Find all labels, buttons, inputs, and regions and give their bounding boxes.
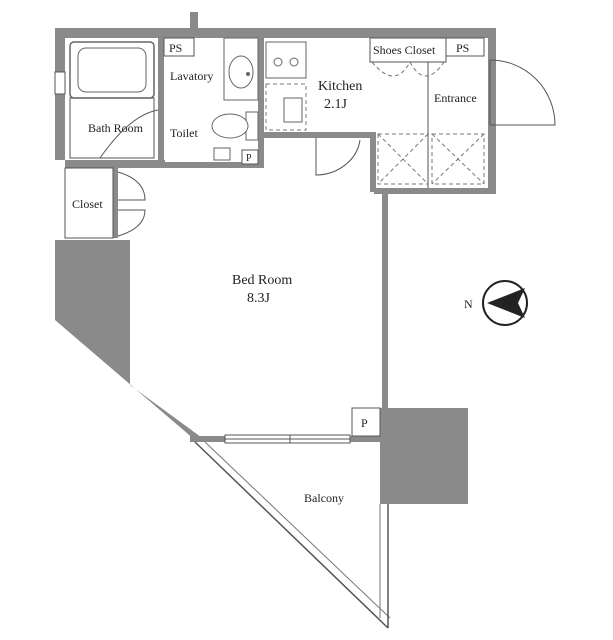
entrance-door — [489, 59, 556, 126]
bedroom-size-label: 8.3J — [247, 291, 271, 306]
ps-left-label: PS — [169, 41, 182, 55]
shoes-closet — [369, 37, 447, 77]
bathroom-label: Bath Room — [88, 121, 144, 135]
toilet-label: Toilet — [170, 126, 198, 140]
balcony-label: Balcony — [304, 491, 344, 505]
entrance-label: Entrance — [434, 91, 477, 105]
closet-label: Closet — [72, 197, 103, 211]
ps-right-label: PS — [456, 41, 469, 55]
north-compass-icon — [482, 280, 528, 326]
lavatory-label: Lavatory — [170, 69, 213, 83]
pipe-boxes — [241, 149, 381, 437]
kitchen-size-label: 2.1J — [324, 97, 348, 112]
entrance-storage — [377, 62, 485, 188]
p-toilet-label: P — [246, 153, 252, 164]
kitchen-label: Kitchen — [318, 79, 362, 94]
north-label: N — [464, 297, 473, 311]
kitchen-counter — [265, 41, 307, 131]
balcony-outline — [194, 441, 391, 629]
bathtub — [69, 41, 159, 159]
closet-box — [64, 167, 146, 239]
kitchen-door — [315, 138, 361, 176]
lavatory-sink — [223, 37, 259, 101]
p-balcony-label: P — [361, 416, 368, 430]
bedroom-label: Bed Room — [232, 273, 292, 288]
bedroom-window — [224, 434, 351, 444]
shoes-closet-label: Shoes Closet — [373, 43, 436, 57]
